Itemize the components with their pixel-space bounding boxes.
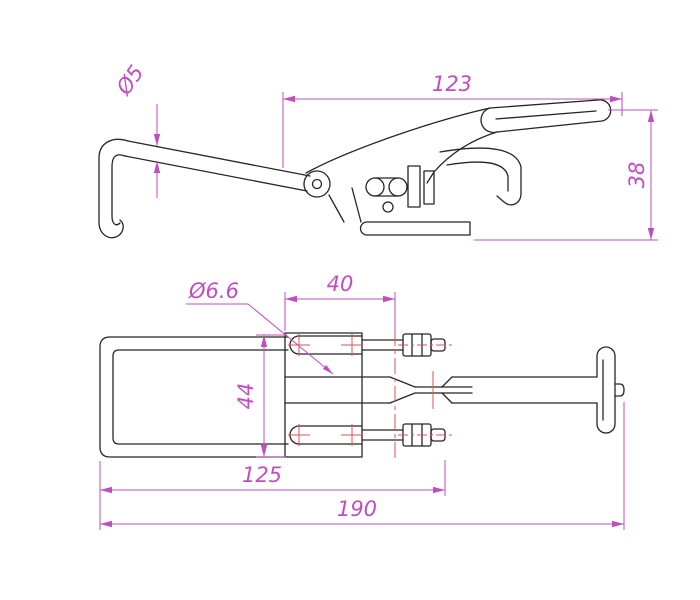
dim-label-hole-spacing: 40 [327, 272, 354, 296]
dim-lever-length: 123 [282, 72, 623, 168]
body-plate [284, 332, 363, 458]
dim-label-base-length: 125 [242, 463, 282, 487]
adjuster [365, 165, 435, 213]
dim-label-height: 38 [625, 162, 649, 189]
dim-label-wire-diameter: Ø5 [111, 61, 148, 100]
dim-hole-spacing: 40 [284, 272, 396, 331]
hole-cross-marks [288, 334, 363, 446]
dim-label-hole-diameter: Ø6.6 [188, 279, 239, 303]
dim-label-lever-length: 123 [432, 72, 472, 96]
base-plate [359, 221, 471, 236]
dim-wire-diameter: Ø5 [111, 61, 161, 198]
bail-loop [99, 336, 289, 458]
dim-overall-length: 190 [100, 402, 625, 530]
dim-height: 38 [474, 109, 658, 241]
dim-base-length: 125 [99, 460, 446, 530]
plan-view [99, 332, 625, 458]
latch-hook [98, 138, 311, 239]
t-catch [441, 346, 625, 434]
dim-hole-diameter: Ø6.6 [186, 279, 334, 375]
dim-label-overall-length: 190 [337, 497, 377, 521]
lever-handle [305, 99, 612, 223]
pivot [303, 170, 331, 198]
dim-body-width: 44 [234, 334, 287, 458]
dim-label-body-width: 44 [234, 383, 258, 410]
centerlines [288, 330, 453, 460]
dimensions: Ø5 123 38 Ø6.6 [99, 61, 658, 530]
mounting-bracket [439, 147, 522, 206]
side-view [98, 99, 612, 239]
latch-rod-plan [284, 376, 473, 404]
